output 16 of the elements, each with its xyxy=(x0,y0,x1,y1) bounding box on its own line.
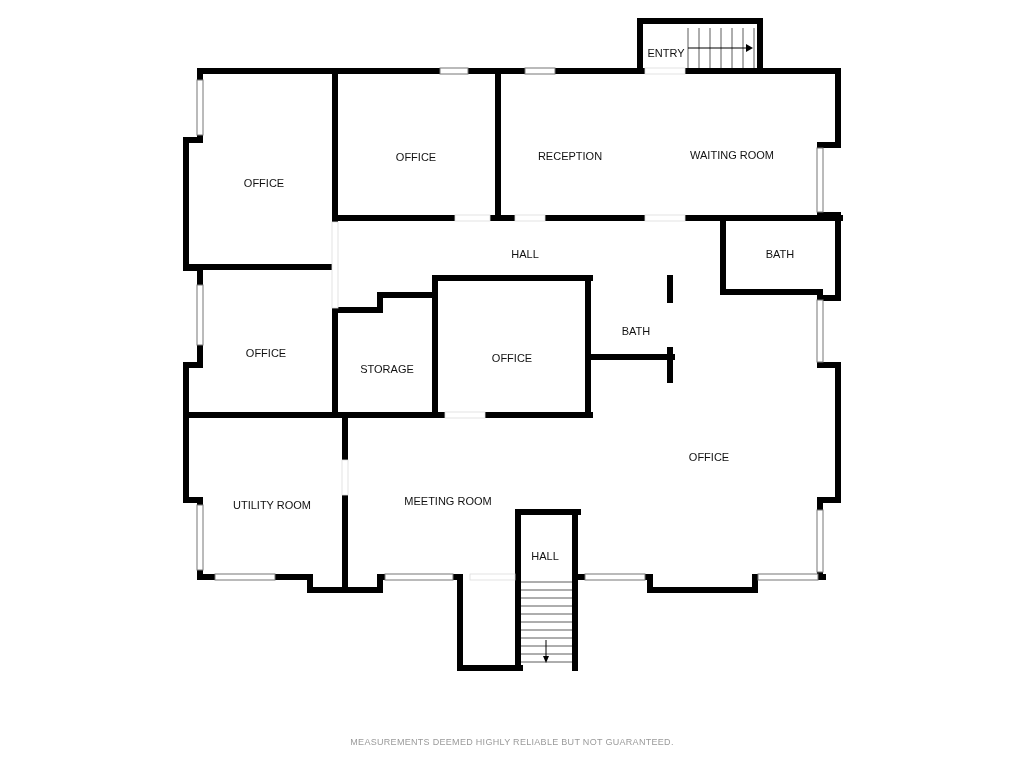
disclaimer-note: MEASUREMENTS DEEMED HIGHLY RELIABLE BUT NOT GUARANTEED. xyxy=(350,737,674,747)
room-label: UTILITY ROOM xyxy=(233,499,311,511)
room-label: BATH xyxy=(765,248,795,260)
room-label: RECEPTION xyxy=(537,150,603,162)
room-label: BATH xyxy=(621,325,651,337)
room-label: OFFICE xyxy=(395,151,437,163)
room-label: OFFICE xyxy=(245,347,287,359)
room-label: WAITING ROOM xyxy=(690,149,774,161)
room-label: MEETING ROOM xyxy=(404,495,492,507)
room-label: ENTRY xyxy=(647,47,685,59)
room-label: OFFICE xyxy=(688,451,730,463)
room-label: OFFICE xyxy=(243,177,285,189)
room-label: STORAGE xyxy=(360,363,414,375)
room-label: HALL xyxy=(511,248,539,260)
room-label: OFFICE xyxy=(491,352,533,364)
room-label: HALL xyxy=(531,550,559,562)
